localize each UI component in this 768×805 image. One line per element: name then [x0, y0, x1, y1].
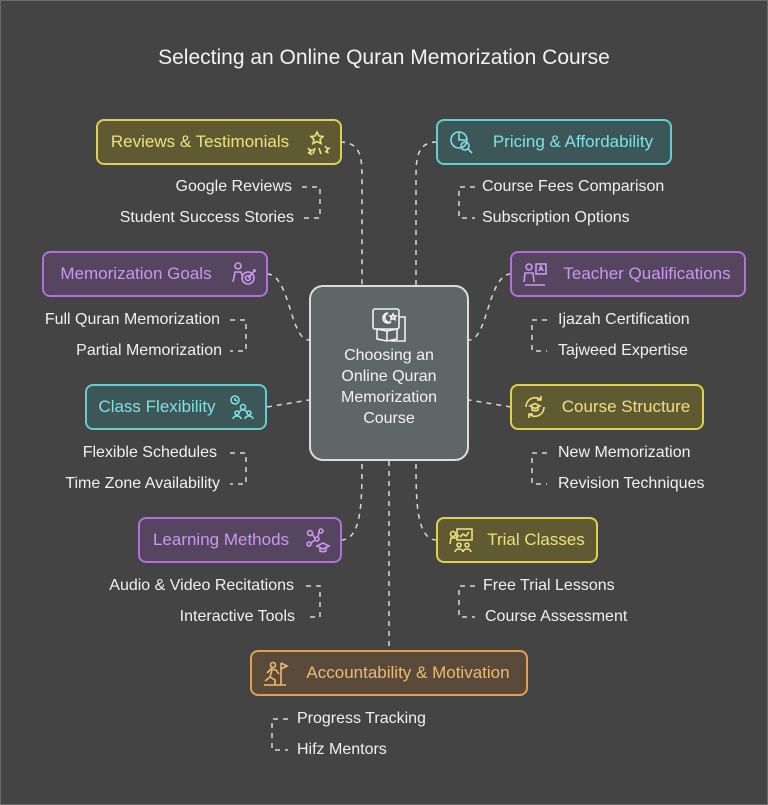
sub-item: New Memorization: [558, 444, 691, 461]
node-label: Course Structure: [561, 397, 691, 416]
learning-network-icon: [302, 525, 332, 555]
node-label: Teacher Qualifications: [563, 264, 731, 283]
graduation-cycle-icon: [520, 392, 550, 422]
presentation-icon: [446, 525, 476, 555]
sub-item: Hifz Mentors: [297, 741, 387, 758]
sub-item: Revision Techniques: [558, 475, 705, 492]
teacher-icon: [520, 259, 550, 289]
node-trial-classes: Trial Classes: [436, 517, 598, 563]
goal-target-icon: [228, 259, 258, 289]
node-label: Reviews & Testimonials: [110, 132, 290, 151]
node-teacher-qualifications: Teacher Qualifications: [510, 251, 746, 297]
node-label: Accountability & Motivation: [306, 663, 510, 682]
node-course-structure: Course Structure: [510, 384, 704, 430]
pricing-chart-icon: [446, 127, 476, 157]
sub-item: Time Zone Availability: [65, 475, 220, 492]
sub-item: Audio & Video Recitations: [109, 577, 294, 594]
diagram-title: Selecting an Online Quran Memorization C…: [158, 46, 610, 69]
sub-item: Course Fees Comparison: [482, 178, 665, 195]
sub-item: Subscription Options: [482, 209, 630, 226]
sub-item: Course Assessment: [485, 608, 628, 625]
sub-item: Student Success Stories: [119, 209, 294, 226]
sub-item: Progress Tracking: [297, 710, 426, 727]
node-label: Trial Classes: [487, 530, 585, 549]
runner-goal-icon: [260, 658, 290, 688]
sub-item: Google Reviews: [175, 178, 293, 195]
sub-item: Ijazah Certification: [558, 311, 690, 328]
quran-book-icon: [369, 307, 409, 343]
node-accountability-motivation: Accountability & Motivation: [250, 650, 528, 696]
node-learning-methods: Learning Methods: [138, 517, 342, 563]
center-label: Choosing an Online Quran Memorization Co…: [340, 347, 438, 427]
sub-item: Free Trial Lessons: [483, 577, 615, 594]
center-topic: Choosing an Online Quran Memorization Co…: [309, 285, 469, 461]
sub-item: Tajweed Expertise: [558, 342, 688, 359]
node-reviews-testimonials: Reviews & Testimonials: [96, 119, 342, 165]
node-label: Pricing & Affordability: [492, 132, 654, 151]
node-label: Memorization Goals: [60, 264, 212, 283]
stars-icon: [302, 127, 332, 157]
node-pricing-affordability: Pricing & Affordability: [436, 119, 672, 165]
node-label: Learning Methods: [152, 530, 290, 549]
sub-item: Flexible Schedules: [82, 444, 217, 461]
node-label: Class Flexibility: [98, 397, 216, 416]
node-class-flexibility: Class Flexibility: [85, 384, 267, 430]
schedule-people-icon: [227, 392, 257, 422]
node-memorization-goals: Memorization Goals: [42, 251, 268, 297]
sub-item: Interactive Tools: [179, 608, 295, 625]
sub-item: Partial Memorization: [76, 342, 222, 359]
sub-item: Full Quran Memorization: [44, 311, 220, 328]
